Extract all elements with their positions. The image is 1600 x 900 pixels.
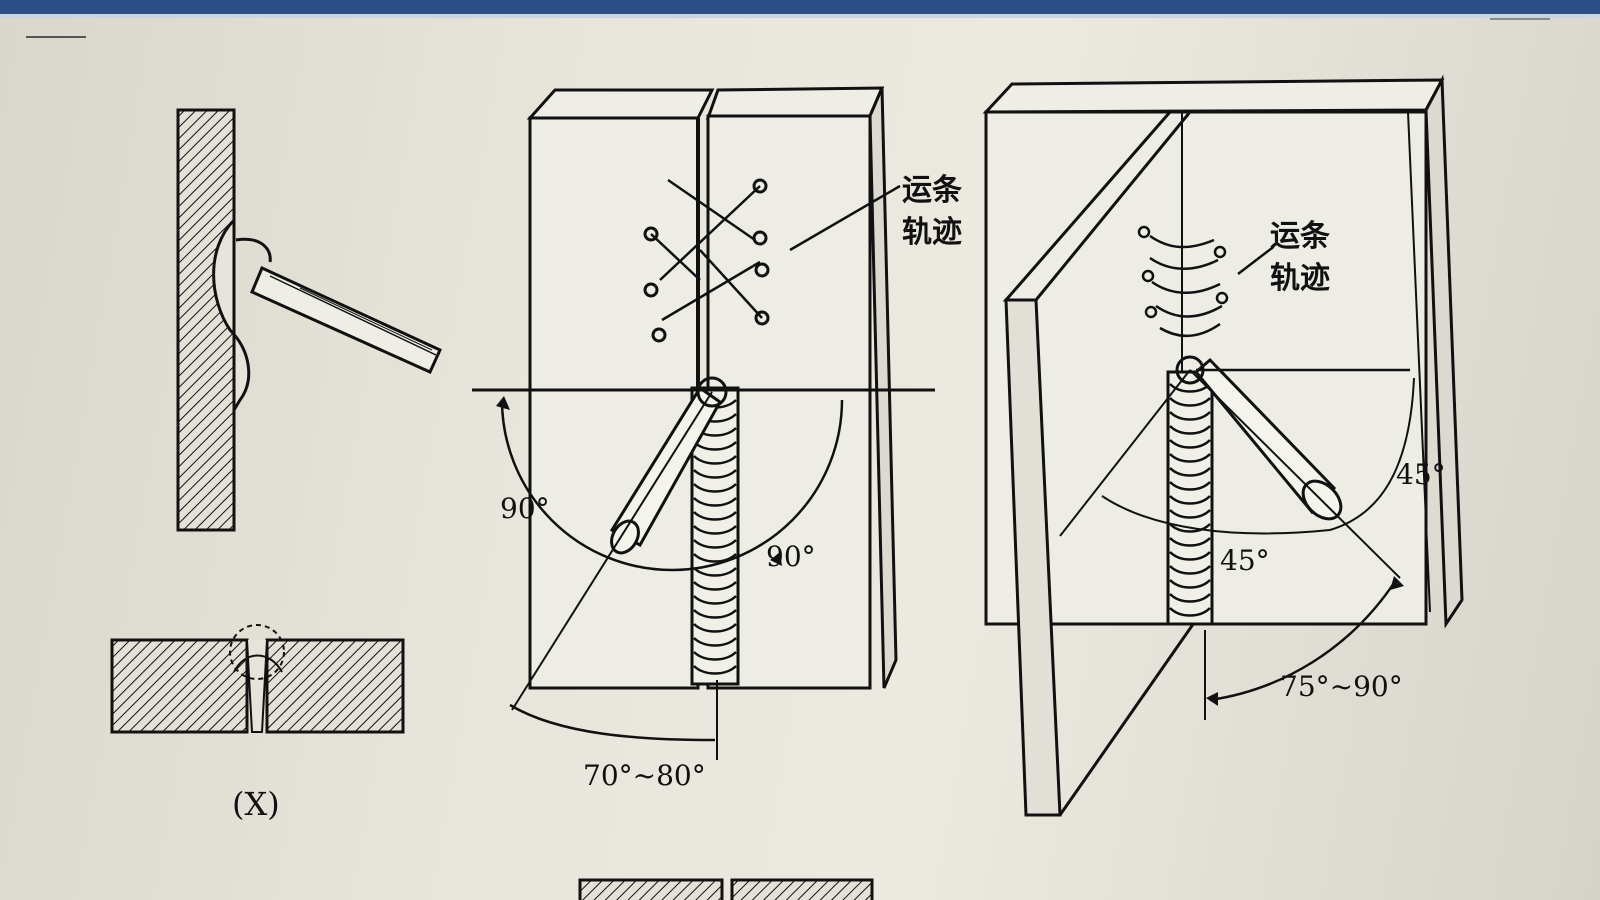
middle-trajectory-label-line2: 轨迹	[902, 215, 962, 250]
middle-trajectory-marks	[643, 178, 770, 343]
electrode-section	[250, 265, 442, 374]
frame-corner-mark	[26, 36, 86, 38]
frame-corner-mark	[1490, 18, 1550, 20]
right-angle-lines	[1059, 368, 1415, 720]
right-angle-lower: 45°	[1220, 544, 1270, 577]
middle-angle-lines	[472, 388, 935, 760]
vertical-plate-section	[176, 108, 272, 532]
middle-angle-right: 90°	[766, 540, 816, 573]
right-angle-bottom: 75°~90°	[1280, 670, 1403, 703]
window-title-bar	[0, 0, 1600, 14]
butt-joint-section	[110, 624, 405, 734]
left-caption: (X)	[232, 785, 280, 823]
title-bar-border	[0, 14, 1600, 18]
right-trajectory-label-line1: 运条	[1270, 219, 1330, 254]
right-trajectory-marks	[1137, 225, 1229, 338]
middle-angle-left: 90°	[500, 492, 550, 525]
right-label-leader	[1237, 247, 1273, 275]
middle-angle-bottom: 70°~80°	[583, 759, 706, 792]
middle-trajectory-label-line1: 运条	[902, 173, 962, 208]
right-plates	[982, 74, 1464, 817]
right-trajectory-label-line2: 轨迹	[1270, 261, 1330, 296]
right-weld-bead	[1166, 370, 1214, 626]
right-angle-upper: 45°	[1396, 458, 1446, 491]
bottom-partial-section	[578, 878, 874, 900]
middle-label-leader	[789, 184, 901, 252]
